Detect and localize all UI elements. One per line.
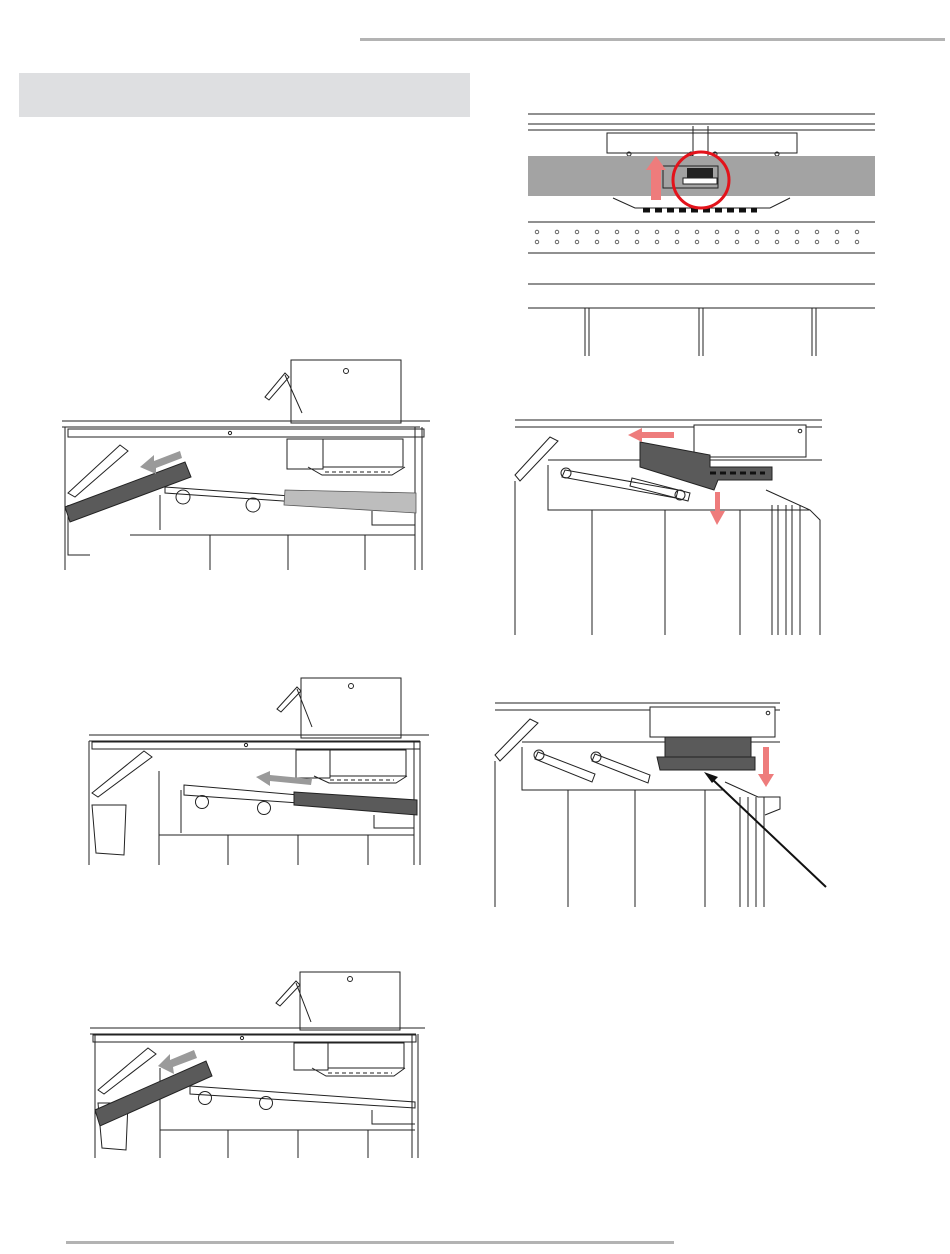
figure-shelf-bracket-installed: [490, 697, 835, 912]
drawer-tilted-icon: [95, 1061, 212, 1126]
arrow-left-icon: [628, 428, 674, 442]
figure-drawer-removal-step-1: [60, 355, 430, 575]
footer-rule: [66, 1241, 674, 1244]
header-rule: [360, 38, 945, 41]
shelf-bracket-icon: [665, 737, 751, 759]
figure-drawer-removal-step-3: [90, 968, 430, 1163]
figure-shelf-bracket-removal: [510, 415, 830, 640]
figure-drawer-removal-step-2: [84, 675, 434, 870]
section-heading-banner: [19, 73, 470, 117]
callout-arrow-icon: [712, 779, 826, 887]
figure-latch-release: [525, 108, 880, 358]
drawer-on-rails-icon: [294, 792, 417, 815]
drawer-tilted-icon: [65, 462, 191, 522]
arrow-down-icon: [758, 747, 774, 787]
arrow-down-icon: [710, 492, 725, 525]
